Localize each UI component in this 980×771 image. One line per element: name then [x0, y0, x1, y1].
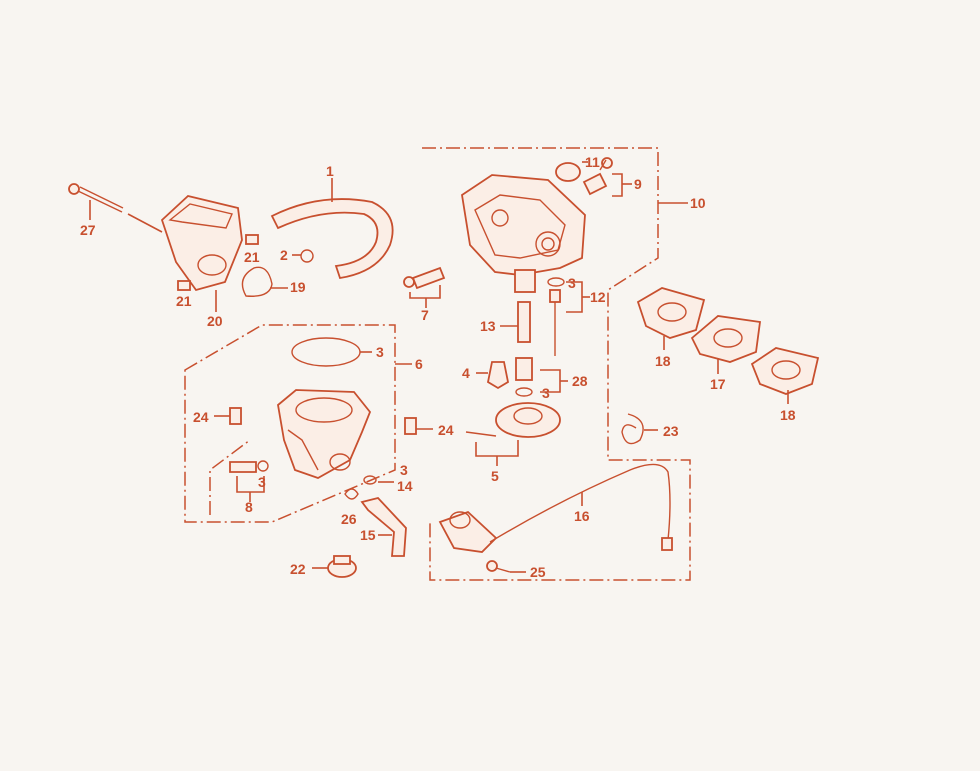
callout-3-washer14: 3 — [400, 462, 408, 478]
plug-part-24-left — [214, 407, 242, 425]
intake-elbow-part-20 — [127, 195, 243, 312]
clamp-part-23 — [621, 413, 644, 445]
callout-14: 14 — [397, 478, 413, 494]
callout-16: 16 — [574, 508, 590, 524]
callout-2: 2 — [280, 247, 288, 263]
cap-part-11 — [555, 162, 581, 182]
callout-28: 28 — [572, 373, 588, 389]
plug-part-24-right — [404, 417, 433, 435]
float-chamber-part-5 — [465, 402, 561, 466]
callout-21-lower: 21 — [176, 293, 192, 309]
screw-part-8 — [229, 460, 269, 502]
callout-5: 5 — [491, 468, 499, 484]
spring-part-28 — [515, 357, 568, 397]
callout-18-right: 18 — [780, 407, 796, 423]
group-box-8 — [209, 439, 251, 515]
intake-adapter-part-6 — [277, 363, 412, 479]
clip-part-26 — [344, 488, 359, 500]
gasket-part-17 — [690, 315, 762, 374]
callout-23: 23 — [663, 423, 679, 439]
group-box-6 — [184, 324, 396, 523]
callout-labels: 1 2 3 3 3 3 3 3 3 4 5 6 7 8 9 10 11 12 1… — [80, 154, 796, 580]
screw-part-7 — [403, 266, 446, 308]
callout-13: 13 — [480, 318, 496, 334]
callout-24-right: 24 — [438, 422, 454, 438]
callout-10: 10 — [690, 195, 706, 211]
callout-8: 8 — [245, 499, 253, 515]
gasket-part-18-left — [636, 287, 706, 350]
callout-3-screw8: 3 — [258, 474, 266, 490]
callout-22: 22 — [290, 561, 306, 577]
bolt-part-27 — [68, 183, 124, 220]
callout-3-oring: 3 — [376, 344, 384, 360]
callout-4: 4 — [462, 365, 470, 381]
callout-11: 11 — [585, 154, 600, 170]
callout-3-carb-top: 3 — [568, 275, 576, 291]
callout-27: 27 — [80, 222, 96, 238]
nut-part-21-lower — [177, 280, 191, 291]
washer-part-14 — [363, 475, 394, 485]
needle-part-12 — [547, 277, 590, 356]
gasket-part-19 — [241, 266, 273, 297]
jet-holder-part-13 — [517, 301, 531, 343]
solenoid-and-cable-part-16 — [438, 463, 673, 553]
callout-18-left: 18 — [655, 353, 671, 369]
callout-26: 26 — [341, 511, 357, 527]
callout-9: 9 — [634, 176, 642, 192]
callout-25: 25 — [530, 564, 546, 580]
clip-part-2 — [300, 249, 314, 263]
callout-17: 17 — [710, 376, 726, 392]
callout-21-upper: 21 — [244, 249, 260, 265]
vent-hose-part-1 — [270, 198, 394, 280]
callout-20: 20 — [207, 313, 223, 329]
screws-part-9 — [582, 157, 632, 197]
callout-15: 15 — [360, 527, 376, 543]
callout-1: 1 — [326, 163, 334, 179]
callout-7: 7 — [421, 307, 429, 323]
callout-19: 19 — [290, 279, 306, 295]
float-valve-part-4 — [486, 361, 510, 390]
callout-6: 6 — [415, 356, 423, 372]
oring-part-3-group6 — [291, 337, 361, 367]
gasket-part-18-right — [750, 347, 820, 404]
callout-24-left: 24 — [193, 409, 209, 425]
group-box-10 — [422, 147, 691, 581]
fuel-cock-part-22 — [312, 555, 357, 578]
fuel-hose-part-15 — [360, 496, 407, 557]
carburetor-body-part-10 — [461, 174, 688, 293]
callout-3-spring: 3 — [542, 385, 550, 401]
nut-part-21-upper — [245, 234, 259, 245]
callout-12: 12 — [590, 289, 606, 305]
screw-part-25 — [486, 560, 526, 573]
